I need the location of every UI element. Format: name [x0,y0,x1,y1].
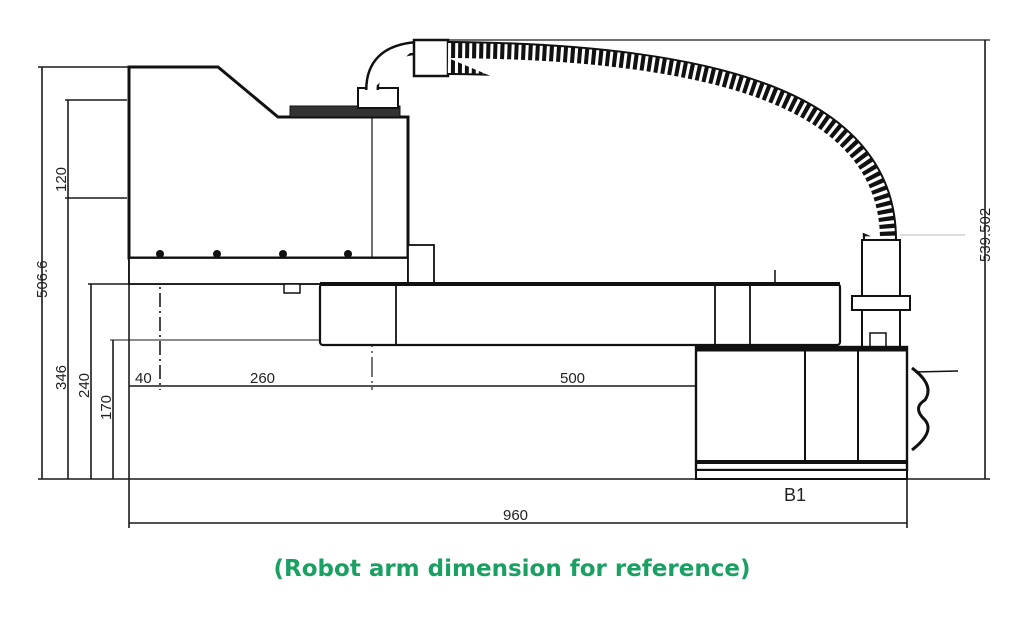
dim-539-502: 539.502 [977,208,994,262]
dim-260: 260 [250,370,275,387]
dim-346: 346 [53,365,70,390]
dim-170: 170 [98,395,115,420]
dim-40: 40 [135,370,152,387]
dim-240: 240 [76,373,93,398]
controller-cabinet [127,65,435,294]
base-unit [694,239,959,480]
dim-960: 960 [503,507,528,524]
base-label: B1 [784,485,806,505]
caption: (Robot arm dimension for reference) [273,556,751,582]
dim-120: 120 [53,167,70,192]
dim-506-6: 506.6 [34,260,51,298]
hose [365,38,897,241]
dim-500: 500 [560,370,585,387]
arm-link [318,282,842,347]
dimension-labels: 506.6 120 346 240 170 40 260 500 539.502… [34,167,994,524]
